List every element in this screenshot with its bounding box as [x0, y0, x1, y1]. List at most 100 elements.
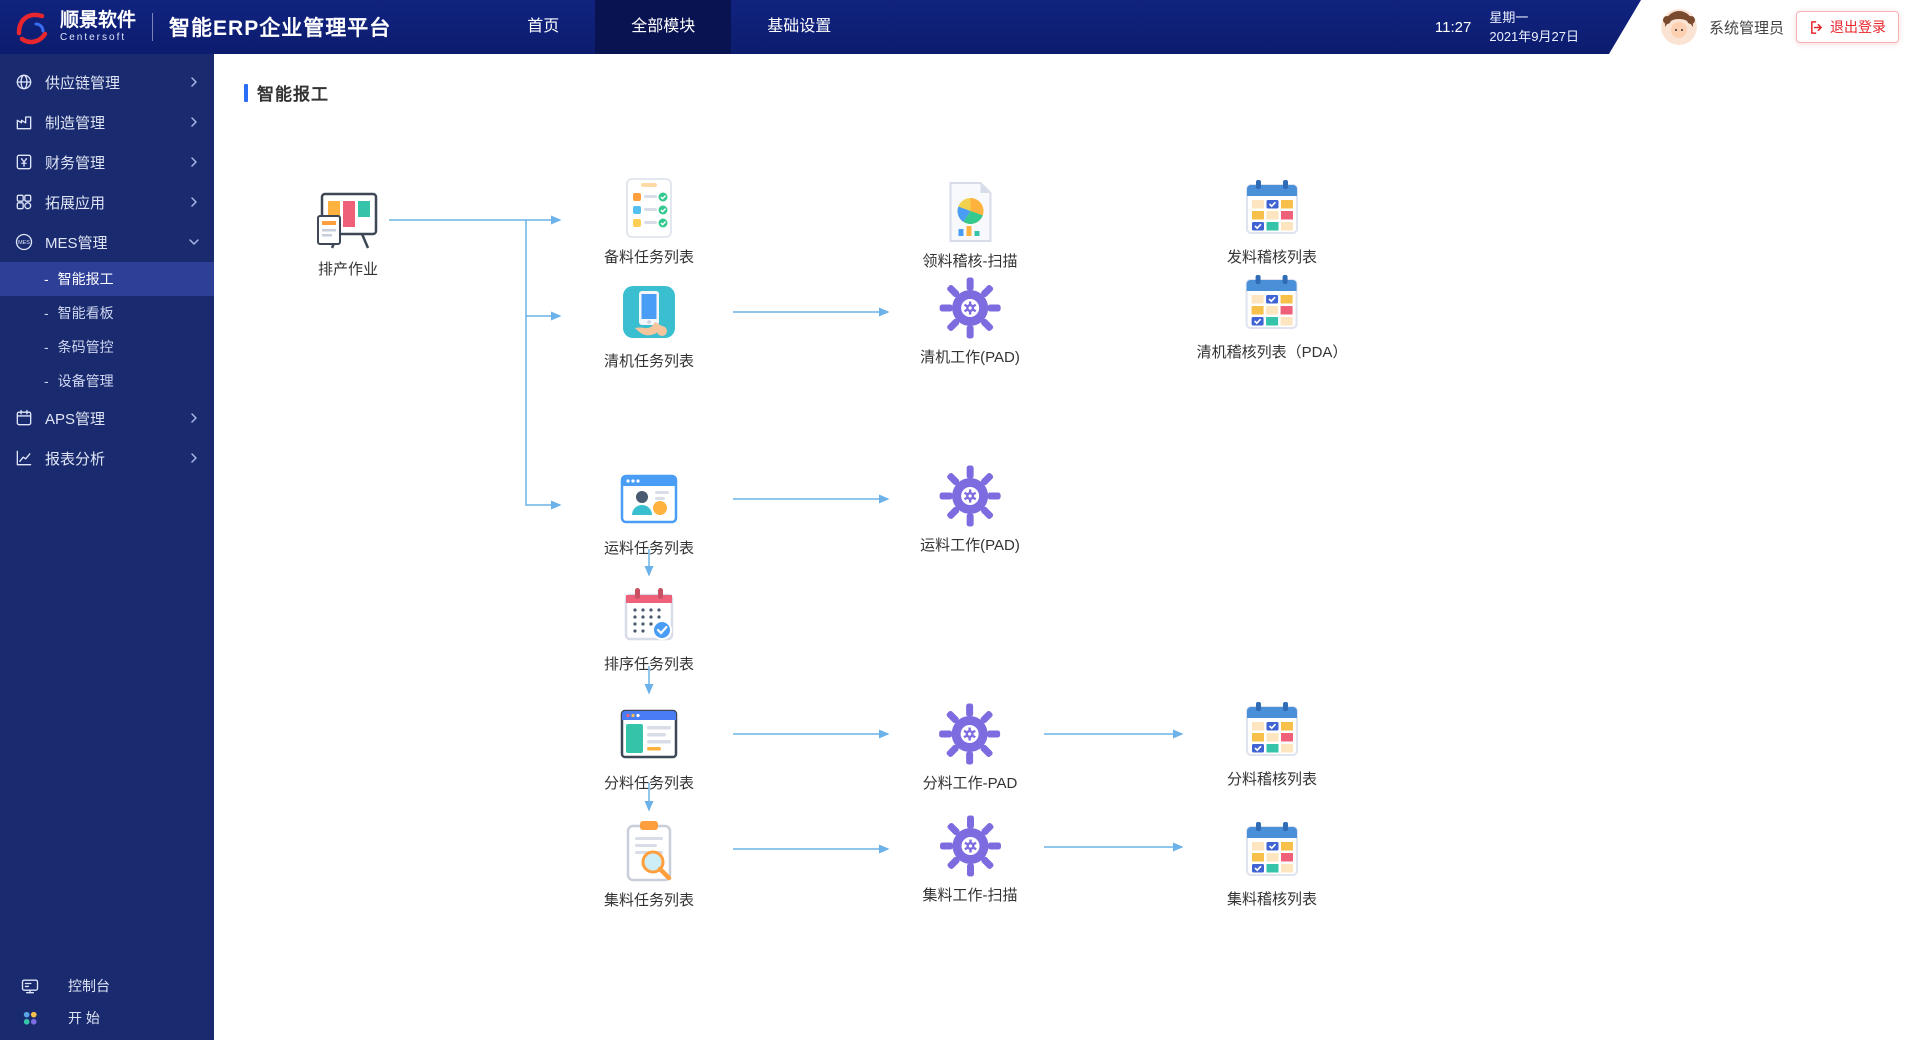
calendar-check-icon	[617, 583, 681, 647]
flow-node-picking-audit-scan[interactable]: 领料稽核-扫描	[923, 180, 1018, 271]
flow-node-material-split-work-pad[interactable]: 分料工作-PAD	[922, 702, 1018, 793]
page-title: 智能报工	[244, 80, 329, 105]
flow-node-label: 分料任务列表	[603, 775, 695, 792]
sidebar-item-equipment-management[interactable]: - 设备管理	[0, 364, 214, 398]
console-button[interactable]: 控制台	[0, 970, 214, 1002]
sidebar-footer: 控制台 开 始	[0, 970, 214, 1034]
finance-icon	[14, 152, 34, 172]
flow-node-material-collect-task-list[interactable]: 集料任务列表	[604, 819, 694, 910]
sidebar-item-label: 报表分析	[45, 450, 106, 468]
current-username: 系统管理员	[1708, 19, 1784, 37]
chevron-right-icon	[191, 413, 197, 423]
start-label: 开 始	[68, 1010, 100, 1026]
chevron-right-icon	[191, 117, 197, 127]
chevron-right-icon	[191, 77, 197, 87]
flow-node-issue-audit-list[interactable]: 发料稽核列表	[1227, 176, 1317, 267]
logout-button[interactable]: 退出登录	[1796, 11, 1899, 43]
flow-node-label: 排产作业	[317, 261, 378, 278]
sidebar-item-barcode-control[interactable]: - 条码管控	[0, 330, 214, 364]
brand-subtitle: Centersoft	[60, 31, 127, 43]
sidebar-item-extension-apps[interactable]: 拓展应用	[0, 182, 214, 222]
start-icon	[20, 1008, 40, 1028]
start-button[interactable]: 开 始	[0, 1002, 214, 1034]
audit-calendar-icon	[1240, 698, 1304, 762]
submenu-bullet: -	[44, 305, 49, 321]
flow-node-machine-clean-audit-list-pda[interactable]: 清机稽核列表（PDA）	[1196, 271, 1348, 362]
brand-divider	[152, 13, 154, 41]
app-title: 智能ERP企业管理平台	[169, 17, 392, 40]
flow-node-material-split-audit-list[interactable]: 分料稽核列表	[1227, 698, 1317, 789]
brand-text: 顺景软件 Centersoft	[60, 10, 136, 43]
flow-node-label: 发料稽核列表	[1226, 249, 1318, 266]
sidebar-item-label: MES管理	[45, 234, 108, 252]
sidebar-item-smart-reporting[interactable]: - 智能报工	[0, 262, 214, 296]
date-block: 星期一 2021年9月27日	[1489, 8, 1579, 47]
submenu-label: 设备管理	[57, 373, 114, 389]
submenu-label: 条码管控	[57, 339, 114, 355]
flow-node-label: 清机任务列表	[603, 353, 695, 370]
flow-node-label: 分料工作-PAD	[922, 775, 1018, 792]
submenu-label: 智能报工	[57, 271, 114, 287]
brand-block: 顺景软件 Centersoft	[0, 7, 136, 47]
console-label: 控制台	[68, 978, 110, 994]
audit-calendar-icon	[1240, 176, 1304, 240]
avatar[interactable]	[1660, 9, 1697, 45]
sidebar-nav: 供应链管理 制造管理 财务管理 拓展应用 MES管理 - 智能报工 -	[0, 54, 214, 1040]
phone-hand-icon	[617, 280, 681, 344]
sidebar-item-report-analysis[interactable]: 报表分析	[0, 438, 214, 478]
flow-arrows	[389, 215, 1184, 854]
avatar-image-icon	[1660, 9, 1697, 45]
supply-chain-icon	[14, 72, 34, 92]
flow-node-label: 排序任务列表	[603, 656, 695, 673]
flow-node-material-collect-work-scan[interactable]: 集料工作-扫描	[923, 814, 1018, 905]
checklist-icon	[617, 176, 681, 240]
extension-apps-icon	[14, 192, 34, 212]
header-tabs: 首页 全部模块 基础设置	[491, 0, 867, 54]
pie-document-icon	[938, 180, 1002, 244]
sidebar-item-manufacturing[interactable]: 制造管理	[0, 102, 214, 142]
user-area: 系统管理员 退出登录	[1608, 0, 1917, 54]
clock-time: 11:27	[1434, 18, 1472, 36]
flow-node-label: 集料任务列表	[603, 892, 695, 909]
flow-node-label: 清机稽核列表（PDA）	[1196, 344, 1348, 361]
flow-node-material-collect-audit-list[interactable]: 集料稽核列表	[1227, 818, 1317, 909]
chevron-down-icon	[189, 239, 199, 245]
window-list-icon	[617, 702, 681, 766]
gear-icon	[938, 464, 1002, 528]
flow-node-label: 集料稽核列表	[1226, 891, 1318, 908]
flow-node-production-scheduling[interactable]: 排产作业	[316, 188, 380, 279]
tab-basic-settings[interactable]: 基础设置	[767, 18, 832, 35]
submenu-bullet: -	[44, 271, 49, 287]
gear-icon	[938, 702, 1002, 766]
manufacturing-icon	[14, 112, 34, 132]
sidebar-item-supply-chain[interactable]: 供应链管理	[0, 62, 214, 102]
sidebar-item-label: 拓展应用	[45, 194, 106, 212]
header-right: 11:27 星期一 2021年9月27日 系统管理员	[1435, 0, 1917, 54]
date-label: 2021年9月27日	[1489, 29, 1579, 44]
sidebar-item-mes[interactable]: MES管理	[0, 222, 214, 262]
flow-node-material-split-task-list[interactable]: 分料任务列表	[604, 702, 694, 793]
flow-node-machine-clean-task-list[interactable]: 清机任务列表	[604, 280, 694, 371]
weekday-label: 星期一	[1489, 9, 1529, 25]
browser-person-icon	[617, 467, 681, 531]
logout-label: 退出登录	[1830, 19, 1886, 35]
flow-node-label: 运料任务列表	[603, 540, 695, 557]
chevron-right-icon	[191, 157, 197, 167]
sidebar-item-label: 供应链管理	[45, 74, 121, 92]
flow-node-material-transport-task-list[interactable]: 运料任务列表	[604, 467, 694, 558]
page-title-accent-bar	[244, 83, 248, 102]
sidebar-item-smart-kanban[interactable]: - 智能看板	[0, 296, 214, 330]
tab-all-modules[interactable]: 全部模块	[595, 0, 732, 54]
flow-diagram: 排产作业 备料任务列表 领料稽核-扫描 发料稽核列表 清机任务列表 清机工作(P…	[214, 54, 1917, 1040]
sidebar-item-finance[interactable]: 财务管理	[0, 142, 214, 182]
flow-node-material-prep-task-list[interactable]: 备料任务列表	[604, 176, 694, 267]
submenu-bullet: -	[44, 339, 49, 355]
flow-node-material-transport-work-pad[interactable]: 运料工作(PAD)	[920, 464, 1020, 555]
flow-node-sequencing-task-list[interactable]: 排序任务列表	[604, 583, 694, 674]
flow-node-machine-clean-work-pad[interactable]: 清机工作(PAD)	[920, 276, 1020, 367]
chevron-right-icon	[191, 197, 197, 207]
tab-home[interactable]: 首页	[527, 18, 560, 35]
sidebar-item-aps[interactable]: APS管理	[0, 398, 214, 438]
company-logo-icon	[16, 12, 48, 45]
